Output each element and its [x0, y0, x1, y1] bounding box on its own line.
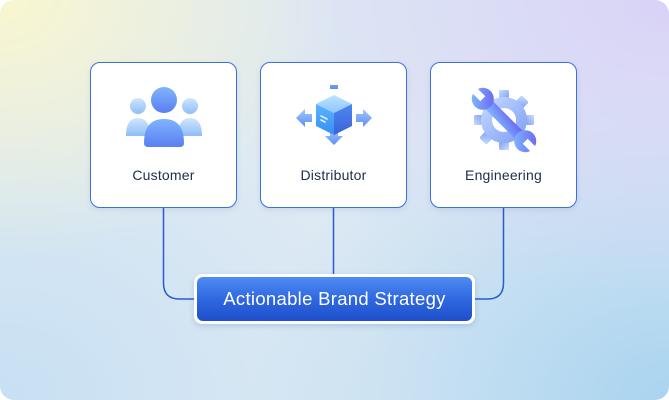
box-arrows-icon	[295, 85, 372, 145]
engineering-card[interactable]: Engineering	[430, 62, 577, 208]
connector-customer	[162, 208, 197, 300]
connector-engineering	[472, 208, 505, 300]
brand-strategy-label: Actionable Brand Strategy	[197, 277, 472, 321]
distributor-label: Distributor	[300, 167, 367, 183]
brand-strategy-button[interactable]: Actionable Brand Strategy	[194, 274, 475, 324]
engineering-label: Engineering	[465, 167, 542, 183]
gear-wrench-icon	[469, 86, 538, 154]
customer-card[interactable]: Customer	[90, 62, 237, 208]
distributor-card[interactable]: Distributor	[260, 62, 407, 208]
customer-label: Customer	[132, 167, 195, 183]
people-icon	[125, 87, 202, 147]
